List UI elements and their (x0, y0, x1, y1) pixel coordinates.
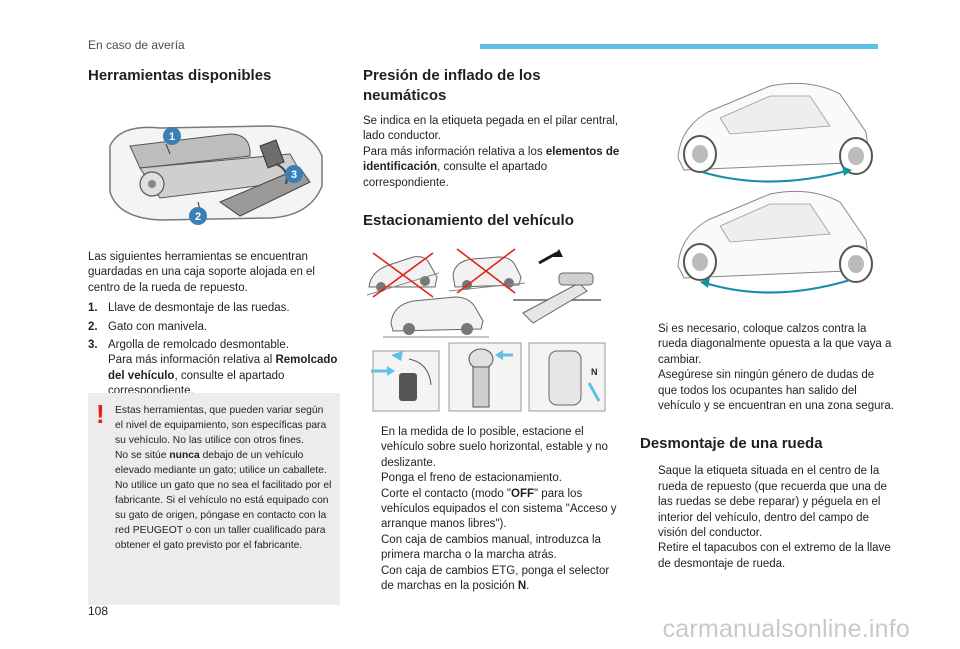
towing-reference: Remolcado del vehículo (108, 354, 338, 382)
warning-text-3: No utilice un gato que no sea el facilit… (115, 480, 332, 551)
tools-item: 1.Llave de desmontaje de las ruedas. (88, 302, 290, 315)
safety-steps: Si es necesario, coloque calzos contra l… (640, 322, 896, 414)
tools-item: 2.Gato con manivela. (88, 320, 208, 333)
tools-item: 3.Argolla de remolcado desmontable.Para … (88, 339, 338, 398)
tools-illustration: 1 2 3 (100, 106, 328, 234)
car-top (677, 82, 873, 183)
ignition-drawing (371, 350, 440, 412)
car-flat (383, 296, 489, 338)
warning-text-1: Estas herramientas, que pueden variar se… (115, 405, 327, 446)
tools-title: Herramientas disponibles (88, 67, 272, 84)
parking-title: Estacionamiento del vehículo (363, 212, 574, 230)
car-slope-crossed-2 (448, 248, 526, 294)
section-header: En caso de avería (88, 38, 185, 52)
list-item: Ponga el freno de estacionamiento. (381, 472, 562, 485)
etg-selector-drawing: N (528, 342, 606, 412)
car-slope-crossed (366, 252, 440, 298)
handbrake-drawing (513, 249, 601, 324)
car-bottom (677, 190, 873, 294)
identification-reference: elementos de identificación (363, 145, 620, 174)
pressure-text-1: Se indica en la etiqueta pegada en el pi… (363, 115, 619, 143)
wheel-chock-drawing (677, 82, 873, 294)
tools-list: 1.Llave de desmontaje de las ruedas. 2.G… (88, 301, 340, 399)
list-item: Con caja de cambios manual, introduzca l… (381, 533, 601, 562)
callout-3-label: 3 (291, 169, 297, 181)
tools-column: Herramientas disponibles 1 2 3 Las sigui… (88, 66, 340, 403)
list-item: Asegúrese sin ningún género de dudas de … (658, 369, 894, 413)
list-item: Corte el contacto (modo "OFF" para los v… (381, 487, 617, 531)
gearlever-drawing (448, 342, 522, 412)
removal-title: Desmontaje de una rueda (640, 435, 823, 453)
tools-intro: Las siguientes herramientas se encuentra… (88, 251, 315, 294)
list-item: En la medida de lo posible, estacione el… (381, 426, 608, 469)
parking-drawing: N (366, 248, 606, 412)
parking-steps: En la medida de lo posible, estacione el… (363, 425, 623, 594)
watermark: carmanualsonline.info (662, 615, 910, 643)
removal-steps: Saque la etiqueta situada en el centro d… (640, 464, 896, 572)
parking-illustration: N (363, 243, 609, 413)
list-item: Con caja de cambios ETG, ponga el select… (381, 564, 610, 593)
header-accent-bar (480, 44, 878, 49)
callout-2 (189, 207, 207, 225)
wheel-column: Si es necesario, coloque calzos contra l… (640, 78, 896, 572)
pressure-title: Presión de inflado de los neumáticos (363, 67, 541, 104)
wheel-chock-illustration (660, 78, 886, 306)
toolbox-drawing: 1 2 3 (100, 106, 328, 234)
list-item: Retire el tapacubos con el extremo de la… (658, 542, 891, 570)
pressure-parking-column: Presión de inflado de los neumáticos Se … (363, 66, 623, 595)
callout-2-label: 2 (195, 211, 201, 223)
warning-box: ! Estas herramientas, que pueden variar … (88, 393, 340, 605)
callout-1-label: 1 (169, 131, 175, 143)
callout-1 (163, 127, 181, 145)
callout-3 (285, 165, 303, 183)
page-number: 108 (88, 604, 109, 618)
etg-n-label: N (591, 367, 598, 377)
list-item: Saque la etiqueta situada en el centro d… (658, 465, 887, 540)
pressure-text-2: Para más información relativa a los elem… (363, 145, 620, 189)
warning-icon: ! (96, 399, 105, 429)
list-item: Si es necesario, coloque calzos contra l… (658, 323, 892, 366)
warning-text-2: No se sitúe nunca debajo de un vehículo … (115, 450, 327, 476)
